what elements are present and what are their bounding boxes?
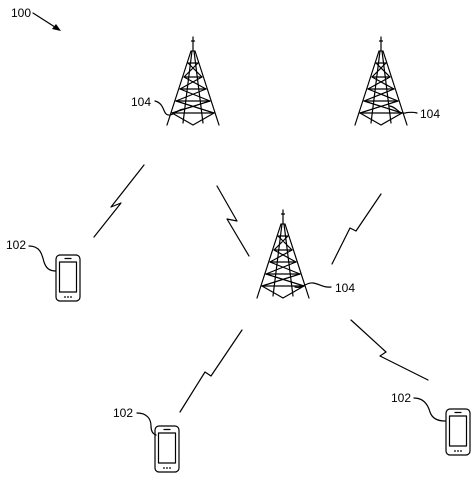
wireless-link-right — [331, 193, 382, 265]
tower-leader-top-left — [154, 100, 185, 116]
phone-leader-left — [28, 245, 57, 272]
tower-label-top-left: 104 — [131, 95, 151, 109]
wireless-link-towers — [216, 185, 250, 257]
wireless-link-bottom — [179, 329, 243, 413]
figure-arrow — [32, 12, 61, 31]
phone-leader-bottom — [136, 412, 157, 436]
phone-bottom — [154, 425, 180, 473]
tower-leader-center — [294, 282, 332, 288]
tower-top-left — [166, 36, 220, 126]
phone-label-left: 102 — [6, 238, 26, 252]
phone-bottom-right — [445, 408, 471, 456]
phone-left — [55, 254, 81, 302]
tower-label-center: 104 — [335, 281, 355, 295]
phone-label-bottom-right: 102 — [391, 391, 411, 405]
phone-label-bottom: 102 — [113, 406, 133, 420]
figure-number: 100 — [11, 6, 31, 20]
wireless-link-bottom-right — [350, 319, 429, 381]
tower-leader-top-right — [389, 105, 418, 114]
tower-label-top-right: 104 — [420, 107, 440, 121]
phone-leader-bottom-right — [413, 397, 446, 422]
wireless-link-left — [93, 164, 145, 238]
tower-center — [256, 209, 310, 299]
